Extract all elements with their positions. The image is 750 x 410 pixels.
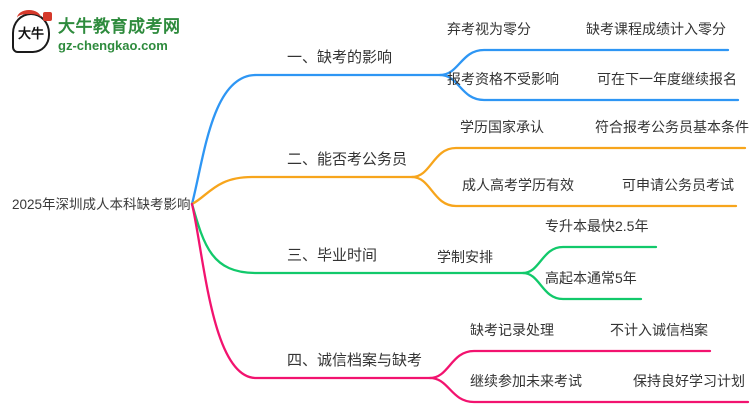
logo-domain: gz-chengkao.com — [58, 38, 168, 53]
branch4-child2-detail: 保持良好学习计划 — [633, 373, 745, 389]
logo-seal-icon — [43, 11, 52, 21]
branch2-main-line — [190, 175, 414, 206]
logo-text-block: 大牛教育成考网 gz-chengkao.com — [58, 12, 181, 53]
branch3-child2-label: 高起本通常5年 — [545, 270, 637, 286]
branch4-child1-detail: 不计入诚信档案 — [610, 322, 708, 338]
branch3-subnode-label: 学制安排 — [437, 249, 493, 265]
branch3-child1-label: 专升本最快2.5年 — [545, 218, 649, 234]
branch4-main-line — [190, 202, 432, 380]
branch4-child1-label: 缺考记录处理 — [470, 322, 554, 338]
branch1-main-line — [190, 73, 442, 206]
branch4-label: 四、诚信档案与缺考 — [287, 352, 423, 369]
logo-bubble-icon: 大牛 — [12, 9, 52, 53]
branch1-child2-detail: 可在下一年度继续报名 — [597, 71, 737, 87]
branch2-child2-line — [410, 175, 738, 208]
branch2-child1-label: 学历国家承认 — [460, 119, 544, 135]
branch1-child1-detail: 缺考课程成绩计入零分 — [586, 21, 726, 37]
branch3-child2-line — [521, 271, 643, 301]
branch2-child1-detail: 符合报考公务员基本条件 — [595, 119, 749, 135]
root-node: 2025年深圳成人本科缺考影响 — [12, 197, 191, 212]
logo-arc-icon — [17, 9, 41, 26]
branch1-label: 一、缺考的影响 — [287, 49, 393, 66]
branch2-child1-line — [410, 146, 747, 179]
logo-icon-text: 大牛 — [17, 27, 44, 42]
branch1-child1-line — [438, 48, 730, 77]
logo-title: 大牛教育成考网 — [58, 17, 181, 36]
branch1-child2-line — [438, 73, 740, 102]
branch4-child2-line — [428, 376, 750, 404]
branch3-child1-line — [521, 245, 658, 275]
site-logo[interactable]: 大牛 大牛教育成考网 gz-chengkao.com — [12, 9, 181, 53]
branch1-child2-label: 报考资格不受影响 — [447, 71, 559, 87]
branch2-label: 二、能否考公务员 — [287, 151, 408, 168]
branch3-label: 三、毕业时间 — [287, 247, 378, 264]
branch2-child2-detail: 可申请公务员考试 — [622, 177, 734, 193]
branch4-child1-line — [428, 349, 712, 380]
branch3-main-line — [190, 202, 525, 275]
branch4-child2-label: 继续参加未来考试 — [470, 373, 582, 389]
branch1-child1-label: 弃考视为零分 — [447, 21, 531, 37]
branch2-child2-label: 成人高考学历有效 — [462, 177, 574, 193]
